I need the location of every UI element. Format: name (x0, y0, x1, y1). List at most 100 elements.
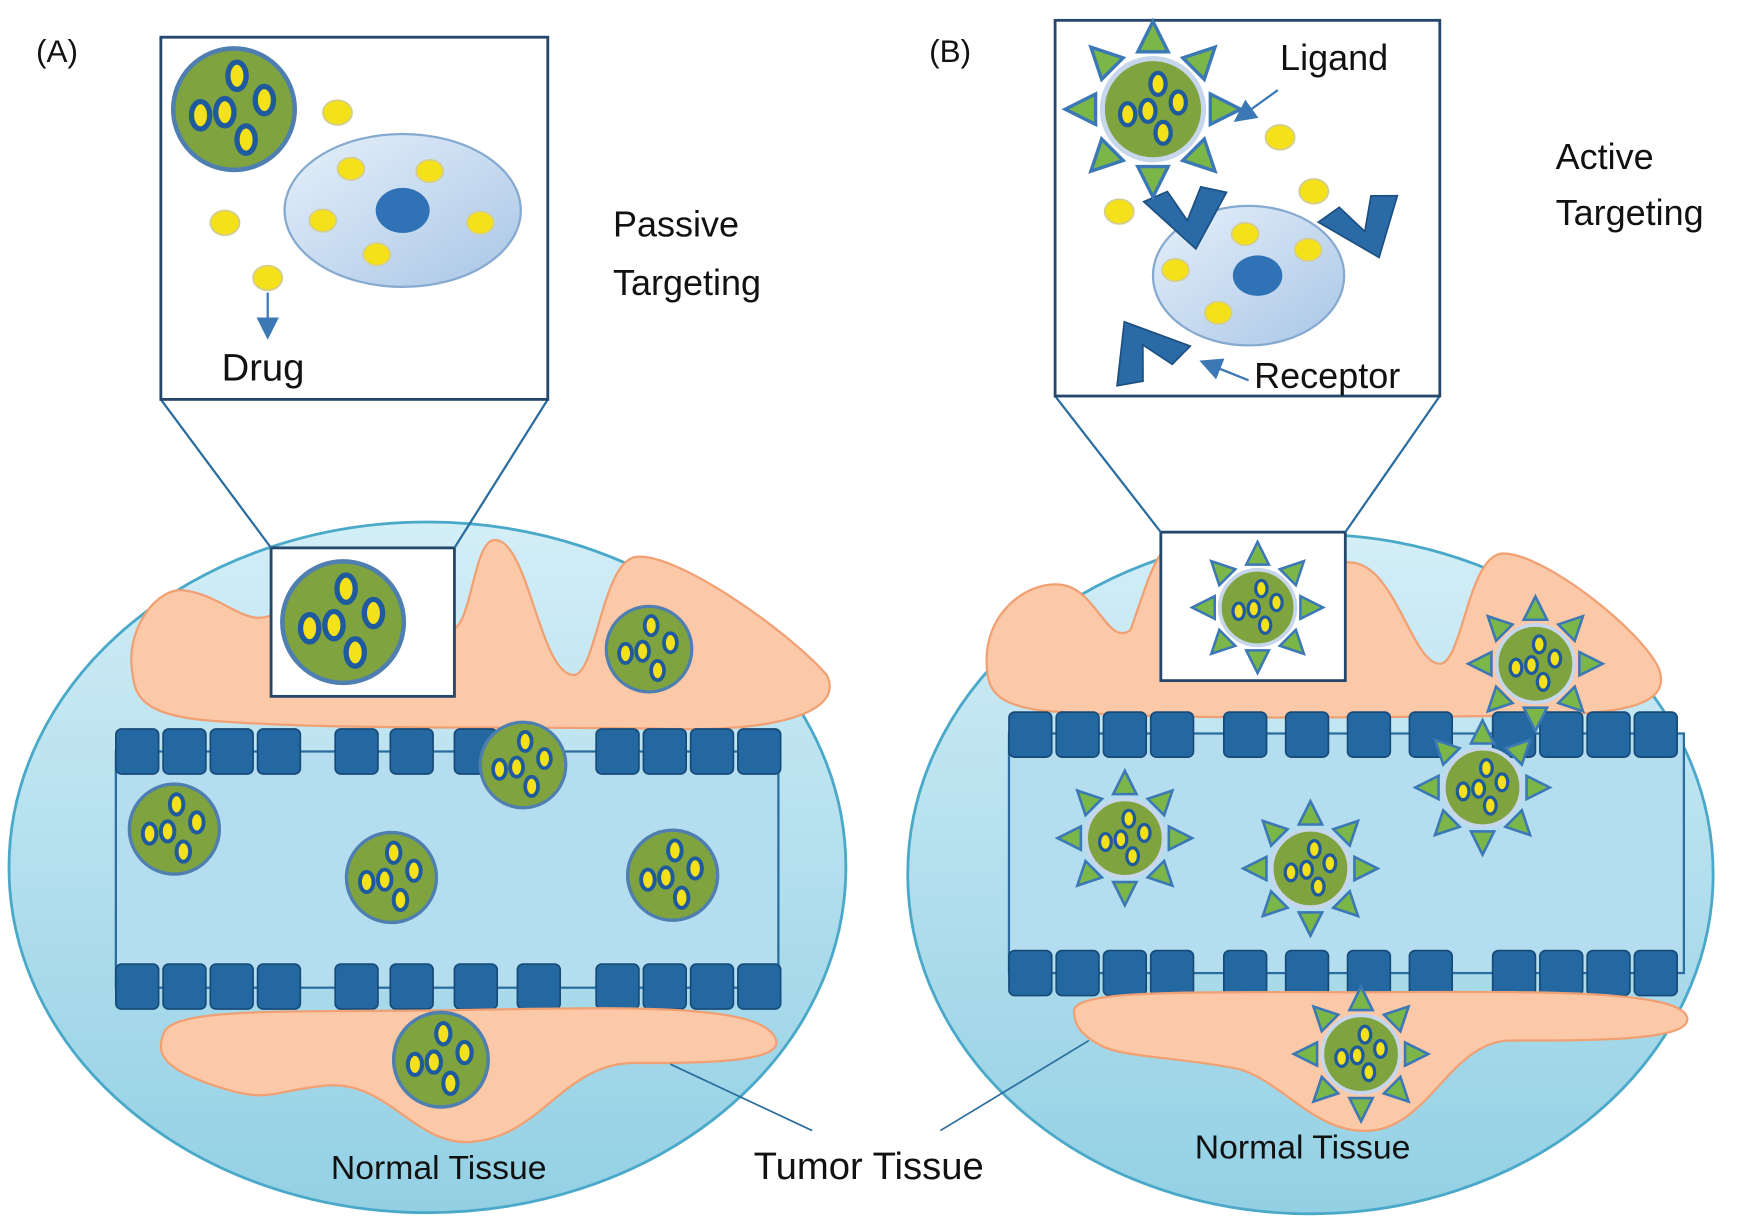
ligand-nanoparticle (1413, 718, 1552, 857)
endothelial-cell-bottom (1408, 949, 1454, 997)
nanoparticle (394, 1012, 488, 1106)
drug-molecule (1161, 257, 1190, 283)
endothelial-cell-bottom (256, 963, 302, 1010)
endothelial-cell-top (737, 728, 782, 775)
ligand-label: Ligand (1280, 37, 1388, 78)
drug-molecule (362, 242, 392, 267)
ligand-nanoparticle-inset (1065, 21, 1240, 196)
panel-a-endothelial-cells (115, 728, 782, 1010)
nanoparticle (604, 604, 694, 694)
endothelial-cell-bottom (1222, 949, 1268, 997)
endothelial-cell-top (1102, 711, 1148, 758)
nanoparticle-highlighted (282, 561, 403, 682)
panel-b-endothelial-cells (1008, 711, 1678, 997)
ligand-arrow (1233, 89, 1279, 122)
panel-b-inset: Ligand Receptor (1053, 20, 1442, 398)
receptor-arrow (1199, 358, 1249, 382)
endothelial-cell-top (256, 728, 302, 775)
tumor-tissue-label: Tumor Tissue (754, 1145, 984, 1188)
endothelial-cell-bottom (1491, 949, 1537, 997)
endothelial-cell-top (389, 728, 434, 775)
endothelial-cell-bottom (389, 963, 434, 1010)
endothelial-cell-top (1346, 711, 1392, 758)
endothelial-cell-top (1222, 711, 1268, 758)
nanoparticle-extravasating (478, 720, 568, 810)
tumor-pointer-right (939, 1039, 1090, 1132)
panel-a-normal-tissue-label: Normal Tissue (331, 1149, 547, 1187)
ligand-nanoparticle (1055, 768, 1195, 908)
drug-molecule (1230, 221, 1260, 247)
drug-molecule (209, 209, 241, 237)
drug-molecule (321, 99, 353, 126)
drug-molecule (1293, 237, 1323, 262)
endothelial-cell-top (162, 728, 207, 775)
endothelial-cell-top (689, 728, 735, 775)
endothelial-cell-bottom (453, 963, 499, 1010)
panel-a: (A) Drug (7, 33, 848, 1215)
panel-b: (B) (906, 20, 1715, 1216)
endothelial-cell-bottom (1008, 949, 1053, 997)
endothelial-cell-bottom (595, 963, 640, 1010)
cell-nucleus (1232, 255, 1283, 296)
active-title-line1: Active (1556, 136, 1654, 177)
endothelial-cell-top (642, 728, 687, 775)
endothelial-cell-top (1055, 711, 1100, 758)
panel-a-label: (A) (36, 33, 78, 69)
drug-molecule (308, 208, 338, 233)
nanoparticle (344, 830, 439, 925)
tumor-pointer-left (670, 1063, 813, 1132)
endothelial-cell-top (115, 728, 160, 775)
ligand-nanoparticle (1466, 594, 1605, 733)
endothelial-cell-bottom (334, 963, 379, 1010)
zoom-connector-left (1054, 395, 1162, 533)
drug-molecule (1203, 300, 1233, 325)
drug-molecule (1264, 124, 1296, 151)
zoom-connector-right (1344, 395, 1441, 533)
drug-molecule (465, 210, 495, 235)
endothelial-cell-top (595, 728, 640, 775)
endothelial-cell-bottom (1102, 949, 1148, 997)
drug-molecule (336, 156, 366, 181)
nanoparticle-inset (173, 48, 294, 169)
ligand-nanoparticle (1291, 984, 1431, 1124)
endothelial-cell-top (1149, 711, 1195, 758)
endothelial-cell-bottom (516, 963, 562, 1010)
drug-molecule (415, 158, 445, 184)
panel-a-inset: Drug (159, 35, 550, 401)
receptor-label: Receptor (1254, 355, 1400, 396)
zoom-connector-right (453, 398, 549, 549)
endothelial-cell-bottom (1539, 949, 1584, 997)
drug-molecule (1298, 178, 1330, 205)
endothelial-cell-bottom (1284, 949, 1330, 997)
endothelial-cell-top (1586, 711, 1631, 758)
ligand-nanoparticle (1241, 799, 1380, 938)
passive-title-line2: Targeting (613, 262, 761, 303)
endothelial-cell-top (1539, 711, 1584, 758)
endothelial-cell-bottom (689, 963, 735, 1010)
endothelial-cell-bottom (209, 963, 254, 1010)
endothelial-cell-bottom (1586, 949, 1631, 997)
tumor-tissue-callout: Tumor Tissue (670, 1039, 1090, 1188)
endothelial-cell-bottom (1346, 949, 1392, 997)
panel-b-label: (B) (929, 33, 971, 69)
endothelial-cell-bottom (737, 963, 782, 1010)
nanoparticle (127, 782, 222, 877)
panel-b-normal-tissue-label: Normal Tissue (1195, 1129, 1411, 1167)
endothelial-cell-top (209, 728, 254, 775)
endothelial-cell-bottom (1055, 949, 1100, 997)
drug-label: Drug (222, 346, 305, 389)
passive-title-line1: Passive (613, 203, 739, 244)
endothelial-cell-bottom (1633, 949, 1678, 997)
cell-nucleus (375, 187, 430, 233)
nanoparticle (625, 828, 720, 923)
endothelial-cell-top (1008, 711, 1053, 758)
endothelial-cell-bottom (162, 963, 207, 1010)
drug-molecule (252, 264, 284, 292)
endothelial-cell-bottom (642, 963, 687, 1010)
endothelial-cell-top (1284, 711, 1330, 758)
drug-molecule (1103, 198, 1135, 225)
endothelial-cell-bottom (115, 963, 160, 1010)
endothelial-cell-top (334, 728, 379, 775)
endothelial-cell-bottom (1149, 949, 1195, 997)
